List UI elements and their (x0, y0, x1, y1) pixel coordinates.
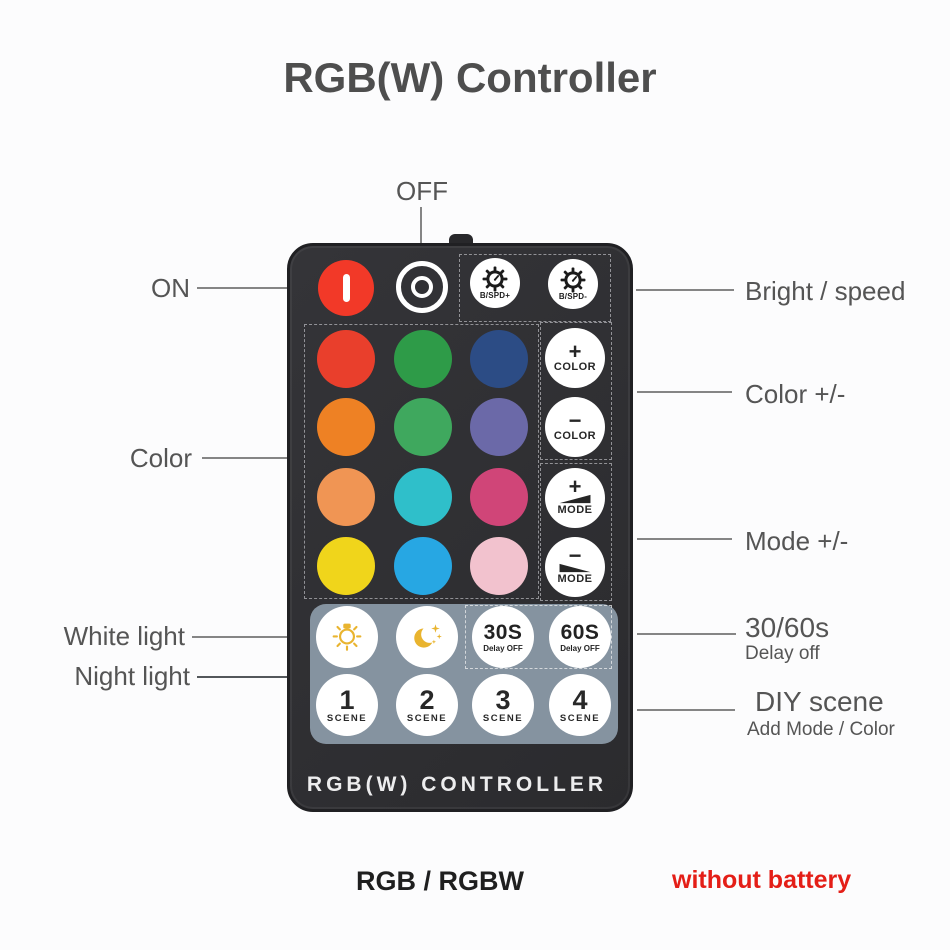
label-off: OFF (396, 176, 448, 206)
color-pm-group-outline (540, 322, 612, 460)
bulb-icon (332, 623, 362, 651)
bspd-group-outline (459, 254, 611, 322)
label-diy-sub: Add Mode / Color (747, 719, 895, 740)
scene-2-number: 2 (419, 684, 435, 715)
delay-30s-button[interactable]: 30S Delay OFF (472, 606, 534, 668)
mode-pm-group-outline (540, 463, 612, 601)
delay-off-label: Delay OFF (560, 643, 600, 653)
plus-icon: + (568, 339, 582, 364)
scene-3-button[interactable]: 3 SCENE (472, 674, 534, 736)
color-button-4[interactable] (317, 398, 375, 456)
color-button-8[interactable] (394, 468, 452, 526)
night-light-button[interactable] (396, 606, 458, 668)
scene-1-button[interactable]: 1 SCENE (316, 674, 378, 736)
color-button-6[interactable] (470, 398, 528, 456)
plus-icon: + (568, 474, 582, 499)
minus-icon: − (568, 543, 582, 568)
leader-line-off (420, 207, 422, 245)
label-bright-speed: Bright / speed (745, 276, 906, 306)
color-plus-button[interactable]: + COLOR (545, 328, 605, 388)
minus-icon: − (568, 408, 582, 433)
label-on: ON (151, 273, 190, 303)
leader-line-color-pm (637, 391, 732, 393)
color-plus-label: COLOR (553, 361, 597, 373)
delay-60s-button[interactable]: 60S Delay OFF (549, 606, 611, 668)
label-diy-title: DIY scene (755, 686, 884, 717)
label-color: Color (129, 443, 192, 473)
page-title: RGB(W) Controller (283, 54, 657, 101)
color-button-10[interactable] (317, 537, 375, 595)
leader-line-delay (637, 633, 736, 635)
power-bar-icon (342, 274, 350, 302)
leader-line-color (202, 457, 302, 459)
power-on-button[interactable] (318, 260, 374, 316)
bright-speed-plus-button[interactable]: B/SPD+ (470, 258, 520, 308)
label-delay-sub: Delay off (745, 643, 820, 664)
moon-stars-icon (414, 624, 442, 648)
color-button-2[interactable] (394, 330, 452, 388)
color-button-11[interactable] (394, 537, 452, 595)
delay-group-outline (465, 605, 612, 669)
bright-speed-minus-button[interactable]: B/SPD- (548, 259, 598, 309)
leader-line-white-light (192, 636, 310, 638)
remote-body: B/SPD+ (287, 243, 633, 812)
scene-1-number: 1 (339, 684, 355, 715)
scene-label: SCENE (326, 712, 368, 724)
white-light-button[interactable] (316, 606, 378, 668)
gear-gauge-icon (560, 267, 586, 293)
scene-2-button[interactable]: 2 SCENE (396, 674, 458, 736)
delay-30s-value: 30S (483, 620, 523, 644)
off-ring-icon (411, 276, 433, 298)
color-button-5[interactable] (394, 398, 452, 456)
color-button-3[interactable] (470, 330, 528, 388)
color-minus-label: COLOR (553, 430, 597, 442)
leader-line-diy (637, 709, 735, 711)
color-button-12[interactable] (470, 537, 528, 595)
ramp-up-icon (559, 494, 591, 504)
without-battery-note: without battery (672, 866, 852, 894)
label-white-light: White light (63, 621, 185, 651)
scene-label: SCENE (559, 712, 601, 724)
product-variants-text: RGB / RGBW (356, 866, 524, 896)
color-button-1[interactable] (317, 330, 375, 388)
color-button-7[interactable] (317, 468, 375, 526)
mode-minus-label: MODE (557, 573, 593, 585)
leader-line-on (197, 287, 302, 289)
scene-label: SCENE (482, 712, 524, 724)
color-button-9[interactable] (470, 468, 528, 526)
scene-3-number: 3 (495, 684, 511, 715)
ramp-down-icon (559, 563, 591, 573)
power-off-button[interactable] (396, 261, 448, 313)
label-night-light: Night light (74, 661, 190, 691)
label-color-pm: Color +/- (745, 379, 846, 409)
gear-gauge-icon (482, 266, 508, 292)
delay-60s-value: 60S (560, 620, 600, 644)
scene-4-button[interactable]: 4 SCENE (549, 674, 611, 736)
leader-line-bright-speed (636, 289, 734, 291)
mode-plus-label: MODE (557, 504, 593, 516)
bspd-minus-label: B/SPD- (558, 292, 588, 301)
mode-minus-button[interactable]: − MODE (545, 537, 605, 597)
mode-plus-button[interactable]: + MODE (545, 468, 605, 528)
remote-brand-text: RGB(W) CONTROLLER (306, 773, 608, 796)
leader-line-mode-pm (637, 538, 732, 540)
label-delay-title: 30/60s (745, 612, 830, 643)
delay-off-label: Delay OFF (483, 643, 523, 653)
bspd-plus-label: B/SPD+ (479, 291, 511, 300)
color-minus-button[interactable]: − COLOR (545, 397, 605, 457)
label-mode-pm: Mode +/- (745, 526, 849, 556)
scene-label: SCENE (406, 712, 448, 724)
scene-4-number: 4 (572, 684, 588, 715)
color-grid-outline (304, 324, 539, 599)
